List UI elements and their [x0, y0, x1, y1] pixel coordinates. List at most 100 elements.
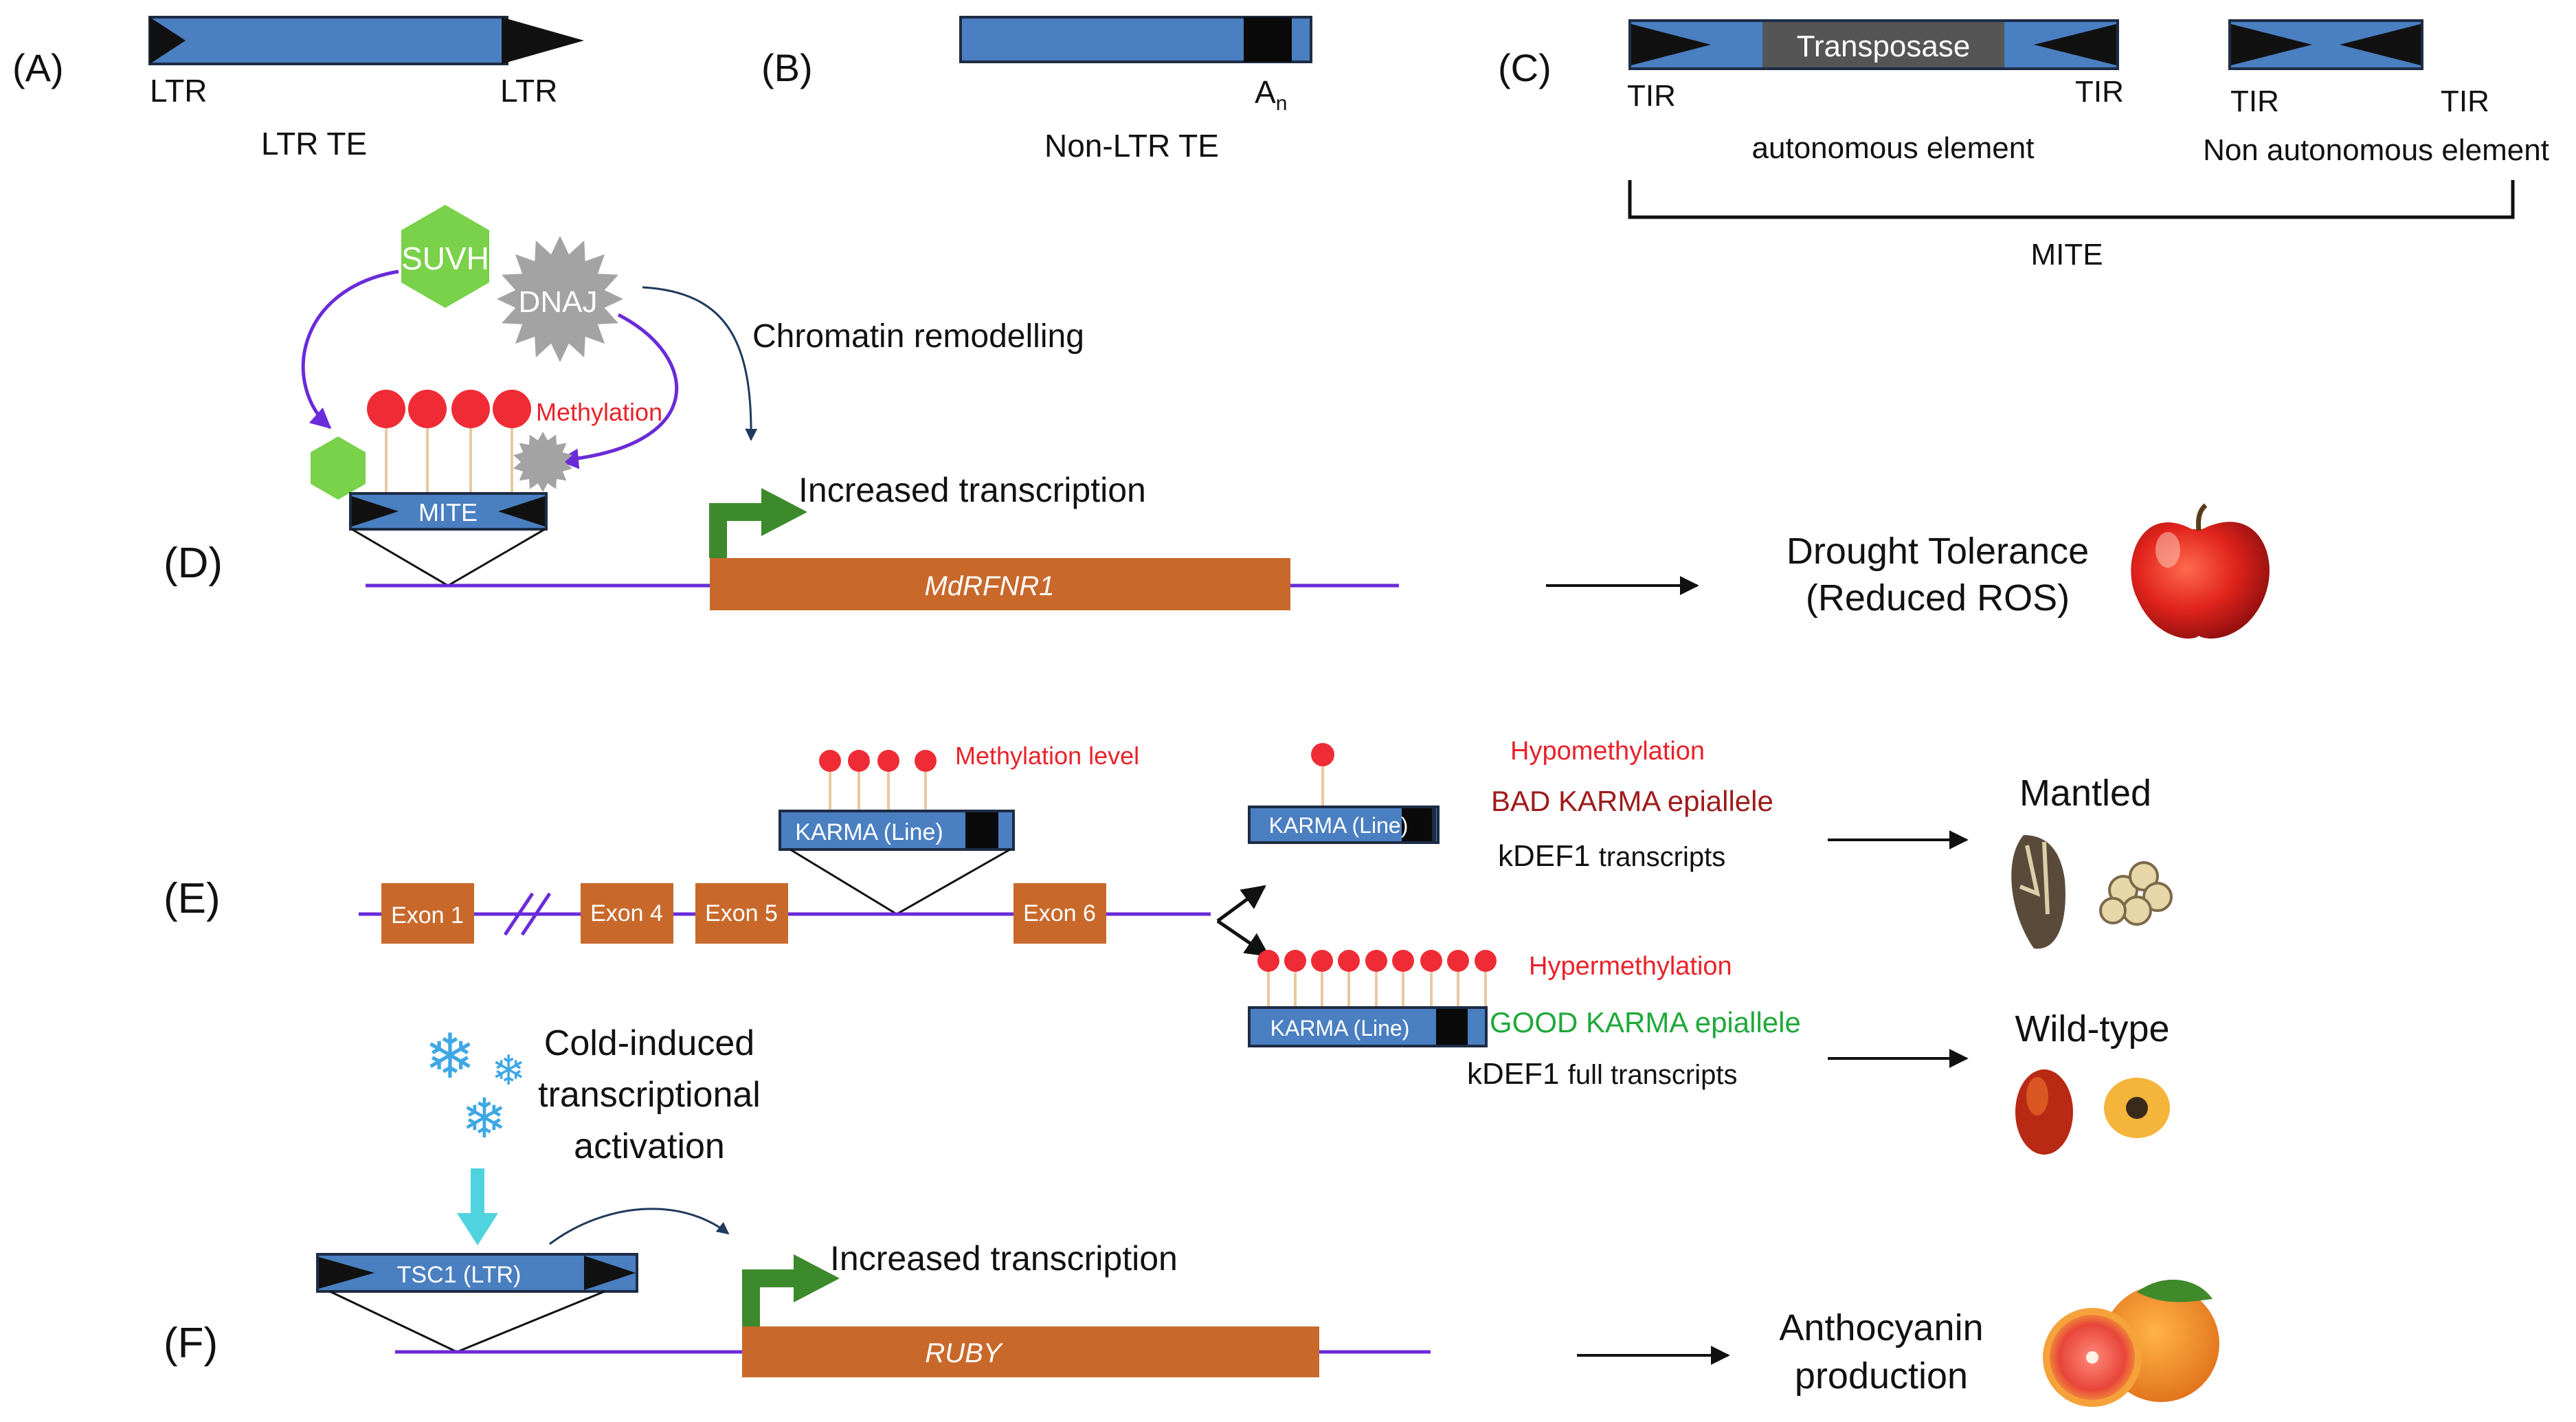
methylation-level-label: Methylation level: [955, 742, 1139, 770]
tir-label-2: TIR: [2075, 75, 2124, 109]
mantled-label: Mantled: [2019, 773, 2151, 814]
branch-arrow-down: [1216, 919, 1270, 957]
transposase-label: Transposase: [1797, 30, 1971, 63]
methylation-dot: [1284, 950, 1306, 972]
suvh-bound-hexagon: [311, 436, 366, 500]
panel-letter-d: (D): [164, 540, 223, 587]
ltr-te-element: [148, 16, 584, 65]
tir-right-arrowhead: [2034, 24, 2116, 65]
mite-caption: MITE: [2030, 238, 2103, 271]
dnaj-bound-star: [513, 432, 572, 492]
snowflake-icons: ❄ ❄ ❄: [424, 1021, 526, 1151]
ruby-gene-label: RUBY: [925, 1338, 1003, 1368]
methylation-dot: [451, 390, 490, 428]
tss-arrow-f: [742, 1269, 800, 1326]
karma-top-label: KARMA (Line): [795, 819, 943, 845]
methylation-dot: [1447, 950, 1469, 972]
anthocyanin-label: Anthocyanin: [1779, 1307, 1983, 1348]
panel-letter-b: (B): [761, 46, 813, 89]
exon-4-box: [581, 883, 673, 944]
mdrfnr1-gene-box: [710, 558, 1290, 610]
non-autonomous-caption: Non autonomous element: [2203, 133, 2549, 167]
cold-down-arrow: [457, 1168, 498, 1245]
mdrfnr1-gene-label: MdRFNR1: [925, 571, 1055, 601]
karma-hyper-element: [1248, 1006, 1488, 1047]
kdef1-full-transcripts-label: kDEF1 full transcripts: [1467, 1057, 1737, 1091]
dnaj-star: [497, 236, 623, 362]
chromatin-remodelling-label: Chromatin remodelling: [752, 318, 1084, 355]
production-label: production: [1795, 1355, 1968, 1397]
tsc1-label: TSC1 (LTR): [397, 1262, 522, 1288]
suvh-recruit-arrow: [301, 269, 399, 429]
panel-letter-a: (A): [12, 46, 64, 89]
poly-a-label: An: [1255, 74, 1287, 115]
apple-image: [2131, 503, 2270, 639]
ltr-te-caption: LTR TE: [261, 126, 367, 162]
methylation-dot: [915, 750, 937, 772]
methylation-dot: [1257, 950, 1279, 972]
mite-insertion: [349, 492, 548, 587]
wildtype-fruit-image: [2015, 1069, 2170, 1155]
ruby-gene-box: [742, 1326, 1319, 1377]
autonomous-caption: autonomous element: [1752, 131, 2035, 165]
dnaj-recruit-arrow: [558, 313, 679, 469]
wildtype-label: Wild-type: [2015, 1008, 2169, 1049]
mite-methylation-marks: [367, 390, 531, 493]
methylation-dot: [1338, 950, 1360, 972]
tss-arrow-d: [709, 503, 770, 558]
branch-arrow-up: [1216, 885, 1266, 923]
ltr-right-arrowhead: [502, 17, 584, 64]
methylation-dot: [493, 390, 531, 428]
ltr-left-label: LTR: [150, 73, 208, 109]
poly-a-tail: [1244, 17, 1292, 62]
snowflake-icon-3: ❄: [461, 1087, 507, 1151]
bad-karma-label: BAD KARMA epiallele: [1491, 785, 1773, 817]
hypermethylation-label: Hypermethylation: [1529, 952, 1732, 981]
suvh-label: SUVH: [401, 241, 489, 276]
dnaj-label: DNAJ: [519, 285, 598, 319]
increased-transcription-f: Increased transcription: [830, 1239, 1178, 1278]
cold-induced-label-3: activation: [574, 1126, 725, 1166]
karma-hyper-label: KARMA (Line): [1270, 1016, 1410, 1041]
mite-bracket: [1628, 180, 2515, 219]
exon-5-label: Exon 5: [705, 900, 778, 926]
methylation-dot: [877, 750, 899, 772]
hypomethylation-label: Hypomethylation: [1510, 737, 1705, 766]
exon-4-label: Exon 4: [590, 900, 663, 926]
cold-induced-label-2: transcriptional: [538, 1075, 761, 1115]
tsc1-activation-arrow: [549, 1208, 730, 1245]
panel-letter-e: (E): [164, 875, 221, 922]
hypo-methylation-marks: [1311, 743, 1334, 807]
kdef1-transcripts-label: kDEF1 transcripts: [1498, 839, 1725, 873]
chromatin-arrow: [642, 286, 758, 441]
karma-hypo-label: KARMA (Line): [1269, 813, 1409, 838]
intron-break: [503, 892, 552, 936]
reduced-ros-label: (Reduced ROS): [1806, 577, 2070, 619]
methylation-dot: [1311, 743, 1334, 766]
suvh-hexagon: [401, 205, 489, 308]
karma-hypo-element: [1248, 806, 1440, 844]
panel-letter-f: (F): [164, 1320, 218, 1367]
drought-tolerance-label: Drought Tolerance: [1787, 531, 2089, 572]
exon-5-box: [695, 883, 788, 944]
autonomous-element: [1628, 19, 2119, 70]
cold-induced-label-1: Cold-induced: [544, 1023, 754, 1063]
ltr-left-arrowhead: [150, 17, 186, 64]
hyper-methylation-marks: [1257, 950, 1497, 1008]
methylation-label: Methylation: [536, 398, 662, 426]
tir-left-arrowhead: [1631, 24, 1711, 65]
ltr-right-label: LTR: [500, 73, 558, 109]
tsc1-ltr-element: [316, 1253, 638, 1353]
non-ltr-te-caption: Non-LTR TE: [1044, 128, 1219, 164]
increased-transcription-d: Increased transcription: [798, 471, 1146, 509]
methylation-dot: [408, 390, 447, 428]
blood-orange-image: [2043, 1279, 2219, 1407]
snowflake-icon-2: ❄: [491, 1047, 526, 1095]
non-ltr-te-element: [959, 16, 1312, 63]
methylation-dot: [1475, 950, 1497, 972]
tir-label-3: TIR: [2230, 85, 2279, 118]
karma-methylation-marks: [819, 750, 937, 811]
exon-6-box: [1013, 883, 1106, 944]
transposase-box: [1762, 22, 2004, 67]
